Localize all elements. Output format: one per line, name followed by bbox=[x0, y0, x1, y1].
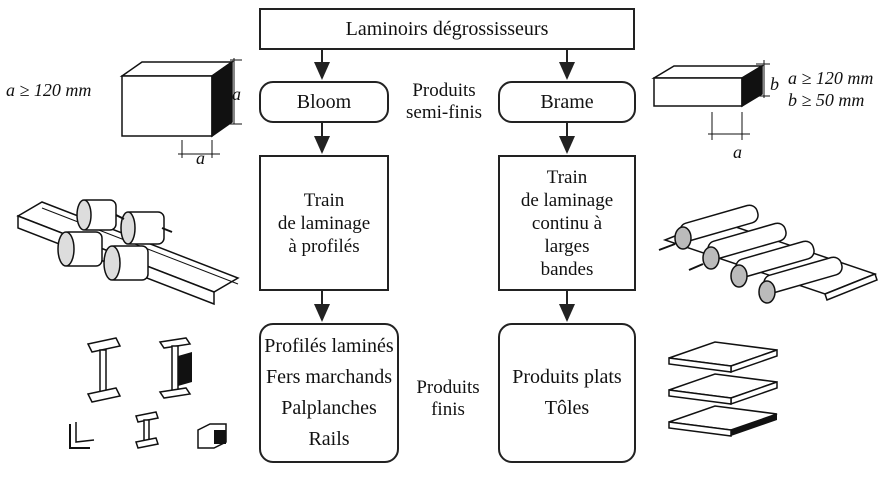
brame-dim-b-label: b ≥ 50 mm bbox=[788, 90, 865, 110]
profile-rolling-mill-drawing bbox=[16, 199, 240, 306]
finished-left-item-4: Rails bbox=[308, 428, 350, 450]
train-bands-box: Train de laminage continu à larges bande… bbox=[498, 155, 636, 291]
bloom-block-drawing bbox=[119, 58, 242, 158]
finished-left-item-2: Fers marchands bbox=[265, 366, 393, 388]
train-left-line-3: à profilés bbox=[288, 235, 360, 257]
finis-label-line-2: finis bbox=[431, 399, 465, 420]
brame-side-a-label: a bbox=[733, 142, 742, 162]
bloom-side-a2-label: a bbox=[196, 148, 205, 168]
slab-block-drawing bbox=[651, 60, 770, 140]
finis-label-line-1: Produits bbox=[416, 377, 480, 398]
train-profiles-box: Train de laminage à profilés bbox=[259, 155, 389, 291]
train-right-line-4: larges bbox=[544, 235, 590, 257]
bloom-dimension-label: a ≥ 120 mm bbox=[6, 80, 92, 100]
train-right-line-2: de laminage bbox=[520, 189, 614, 211]
brame-box: Brame bbox=[498, 81, 636, 123]
finis-label: Produits finis bbox=[404, 377, 492, 421]
strip-rolling-mill-drawing bbox=[658, 204, 878, 304]
finished-left-item-1: Profilés laminés bbox=[264, 335, 394, 357]
bloom-box: Bloom bbox=[259, 81, 389, 123]
semi-finis-label: Produits semi-finis bbox=[394, 80, 494, 124]
finished-right-item-1: Produits plats bbox=[512, 366, 622, 388]
brame-dim-a-label: a ≥ 120 mm bbox=[788, 68, 874, 88]
semi-label-line-1: Produits bbox=[412, 80, 476, 101]
finished-left-item-3: Palplanches bbox=[281, 397, 377, 419]
train-left-line-1: Train bbox=[303, 189, 345, 211]
train-right-line-1: Train bbox=[546, 166, 588, 188]
laminoirs-box: Laminoirs dégrossisseurs bbox=[259, 8, 635, 50]
bloom-label: Bloom bbox=[296, 90, 352, 113]
train-left-line-2: de laminage bbox=[277, 212, 371, 234]
profile-shapes-drawing bbox=[69, 337, 227, 449]
brame-label: Brame bbox=[540, 90, 594, 113]
train-right-line-5: bandes bbox=[540, 258, 594, 280]
flat-sheets-drawing bbox=[668, 341, 778, 437]
finished-right-box: Produits plats Tôles bbox=[498, 323, 636, 463]
bloom-side-a-label: a bbox=[232, 84, 241, 104]
finished-left-box: Profilés laminés Fers marchands Palplanc… bbox=[259, 323, 399, 463]
brame-side-b-label: b bbox=[770, 74, 779, 94]
finished-right-item-2: Tôles bbox=[544, 397, 590, 419]
semi-label-line-2: semi-finis bbox=[406, 102, 482, 123]
train-right-line-3: continu à bbox=[531, 212, 603, 234]
laminoirs-label: Laminoirs dégrossisseurs bbox=[345, 17, 549, 40]
